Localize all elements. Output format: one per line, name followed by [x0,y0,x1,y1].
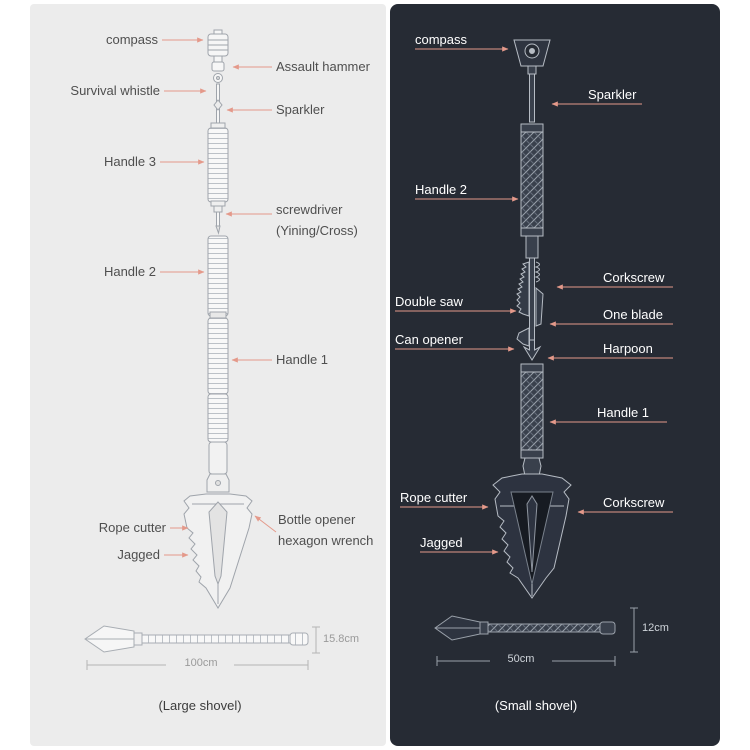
small-shovel-panel: compass Sparkler Handle 2 Corkscrew Doub… [390,4,720,746]
label-rope-cutter: Rope cutter [400,490,468,505]
large-dimension-lines [86,626,320,670]
label-corkscrew-bottom: Corkscrew [603,495,665,510]
handle2-part [207,235,229,317]
handle3-part [207,127,229,203]
handle1-part [520,371,544,451]
label-assault-hammer: Assault hammer [276,59,370,74]
large-shovel-folded [84,625,309,653]
label-handle2: Handle 2 [103,264,156,279]
label-handle1: Handle 1 [276,352,329,367]
label-harpoon: Harpoon [603,341,653,356]
small-shovel-folded [434,615,616,641]
shovel-collar [522,457,542,477]
small-shovel-illustration [395,39,673,666]
screwdriver-part [216,211,220,227]
small-shovel-head [492,473,572,599]
harpoon-part [522,339,542,361]
corkscrew-part [534,261,540,283]
large-shovel-panel: compass Assault hammer Survival whistle … [30,4,386,746]
label-rope-cutter: Rope cutter [98,520,166,535]
label-survival-whistle: Survival whistle [70,83,160,98]
handle2-part [520,131,544,229]
handle1-part [207,317,229,395]
small-leader-lines [395,46,673,555]
label-screwdriver-sub: (Yining/Cross) [276,223,358,238]
one-blade-part [535,286,544,327]
label-sparkler: Sparkler [588,87,637,102]
assault-hammer-part [211,61,225,72]
label-handle2: Handle 2 [415,182,468,197]
small-shovel-body [513,39,551,477]
large-shovel-illustration [84,29,320,670]
label-screwdriver: screwdriver [276,202,343,217]
label-double-saw: Double saw [395,294,463,309]
label-compass: compass [105,32,158,47]
label-can-opener: Can opener [395,332,463,347]
small-dimension-lines [436,607,638,666]
large-height-dimension: 15.8cm [323,633,360,645]
large-shovel-body [206,29,230,493]
label-corkscrew-top: Corkscrew [603,270,665,285]
large-length-dimension: 100cm [184,657,218,669]
label-bottle-opener: Bottle opener [278,512,356,527]
label-one-blade: One blade [603,307,663,322]
small-length-dimension: 50cm [507,653,535,665]
label-handle3: Handle 3 [103,154,156,169]
label-jagged: Jagged [420,535,463,550]
double-saw-part [516,261,530,317]
large-shovel-head [183,493,253,609]
label-bottle-opener-sub: hexagon wrench [278,533,374,548]
label-jagged: Jagged [117,547,160,562]
small-height-dimension: 12cm [642,622,669,634]
label-handle1: Handle 1 [597,405,650,420]
label-sparkler: Sparkler [276,102,325,117]
sparkler-rod [529,73,535,123]
large-leader-lines [160,37,277,558]
large-shovel-caption: (Large shovel) [158,698,242,713]
small-shovel-caption: (Small shovel) [494,698,578,713]
can-opener-part [516,327,530,347]
label-compass: compass [415,32,468,47]
